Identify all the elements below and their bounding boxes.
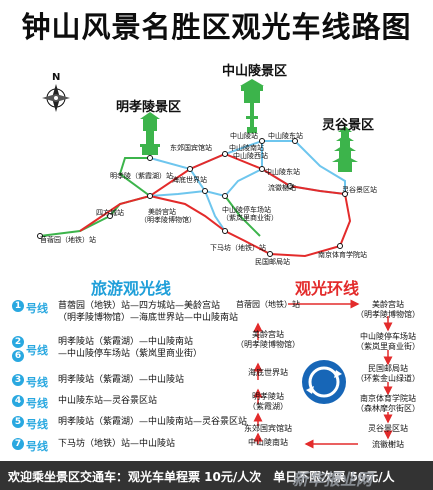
loop-icon bbox=[302, 360, 346, 404]
ring-station-sub: （明孝陵博物馆） bbox=[236, 340, 300, 349]
station-label: 中山陵西站 bbox=[233, 152, 268, 160]
ring-station: 中山陵南站 bbox=[248, 438, 288, 447]
ring-station: 灵谷景区站 bbox=[368, 424, 408, 433]
ring-station: 苜蓿园（地铁）站 bbox=[236, 300, 300, 309]
station-dots bbox=[37, 138, 348, 257]
station-label: 下马坊（地铁）站 bbox=[210, 244, 266, 252]
route-map: N 中山陵景区 明孝陵景区 灵谷景区 中山陵站 中山陵东站 东郊国宾馆站 中山陵… bbox=[0, 46, 433, 270]
ring-station: 明孝陵站 bbox=[252, 392, 284, 401]
ring-station-sub: （森林摩尔街区） bbox=[356, 404, 420, 413]
page-title: 钟山风景名胜区观光车线路图 bbox=[21, 10, 412, 44]
station-label: 明孝陵（紫霞湖）站 bbox=[110, 172, 173, 180]
ring-station: 美龄宫站 bbox=[372, 300, 404, 309]
station-label: 中山陵东站 bbox=[268, 132, 303, 140]
map-graphics bbox=[37, 79, 358, 258]
ring-station: 东郊国宾馆站 bbox=[244, 424, 292, 433]
compass-north-label: N bbox=[52, 72, 61, 83]
station-label: 四方城站 bbox=[96, 209, 124, 217]
fare-text: 欢迎乘坐景区交通车：观光车单程票 10元/人次 单日不限次票 50元/人 bbox=[8, 470, 395, 484]
ring-diagram bbox=[253, 299, 393, 449]
watermark: 新华报业网 bbox=[292, 470, 373, 489]
ring-station-sub: （紫岚里商业街） bbox=[356, 342, 420, 351]
area-mingxiaoling: 明孝陵景区 bbox=[116, 100, 182, 115]
ring-station-sub: （明孝陵博物馆） bbox=[356, 310, 420, 319]
ring-station: 海底世界站 bbox=[248, 368, 288, 377]
ring-station: 流徽榭站 bbox=[372, 440, 404, 449]
area-linggu: 灵谷景区 bbox=[322, 118, 375, 133]
fare-footer: 欢迎乘坐景区交通车：观光车单程票 10元/人次 单日不限次票 50元/人 bbox=[0, 461, 433, 490]
ring-station: 南京体育学院站 bbox=[360, 394, 416, 403]
area-zhongshanling: 中山陵景区 bbox=[222, 64, 288, 79]
mausoleum-icon bbox=[240, 79, 264, 133]
station-label: 苜蓿园（地铁）站 bbox=[40, 236, 96, 244]
station-label: 美龄宫站 bbox=[148, 208, 176, 216]
station-label: 南京体育学院站 bbox=[318, 251, 367, 259]
station-label: （紫岚里商业街） bbox=[222, 214, 278, 222]
mingxiaoling-icon bbox=[140, 112, 160, 155]
pagoda-icon bbox=[332, 126, 358, 172]
compass-icon bbox=[42, 84, 70, 112]
station-label: 民国邮局站 bbox=[255, 258, 290, 266]
station-label: （明孝陵博物馆） bbox=[140, 216, 196, 224]
station-label: 中山陵站 bbox=[230, 132, 258, 140]
ring-station: 中山陵停车场站 bbox=[360, 332, 416, 341]
ring-station: 民国邮局站 bbox=[368, 364, 408, 373]
title-bar: 钟山风景名胜区观光车线路图 bbox=[0, 0, 433, 46]
ring-station-sub: （环紫金山绿道） bbox=[356, 374, 420, 383]
ring-title: 观光环线 bbox=[295, 279, 360, 298]
station-label: 中山陵东站 bbox=[265, 168, 300, 176]
station-label: 中山陵停车场站 bbox=[222, 206, 271, 214]
station-label: 海底世界站 bbox=[172, 176, 207, 184]
station-label: 中山陵南站 bbox=[229, 144, 264, 152]
station-label: 东郊国宾馆站 bbox=[170, 144, 212, 152]
station-label: 流徽榭站 bbox=[268, 184, 296, 192]
ring-station: 美龄宫站 bbox=[252, 330, 284, 339]
tour-title: 旅游观光线 bbox=[91, 279, 172, 298]
ring-station-sub: （紫霞湖） bbox=[248, 402, 288, 411]
station-label: 灵谷景区站 bbox=[342, 186, 377, 194]
